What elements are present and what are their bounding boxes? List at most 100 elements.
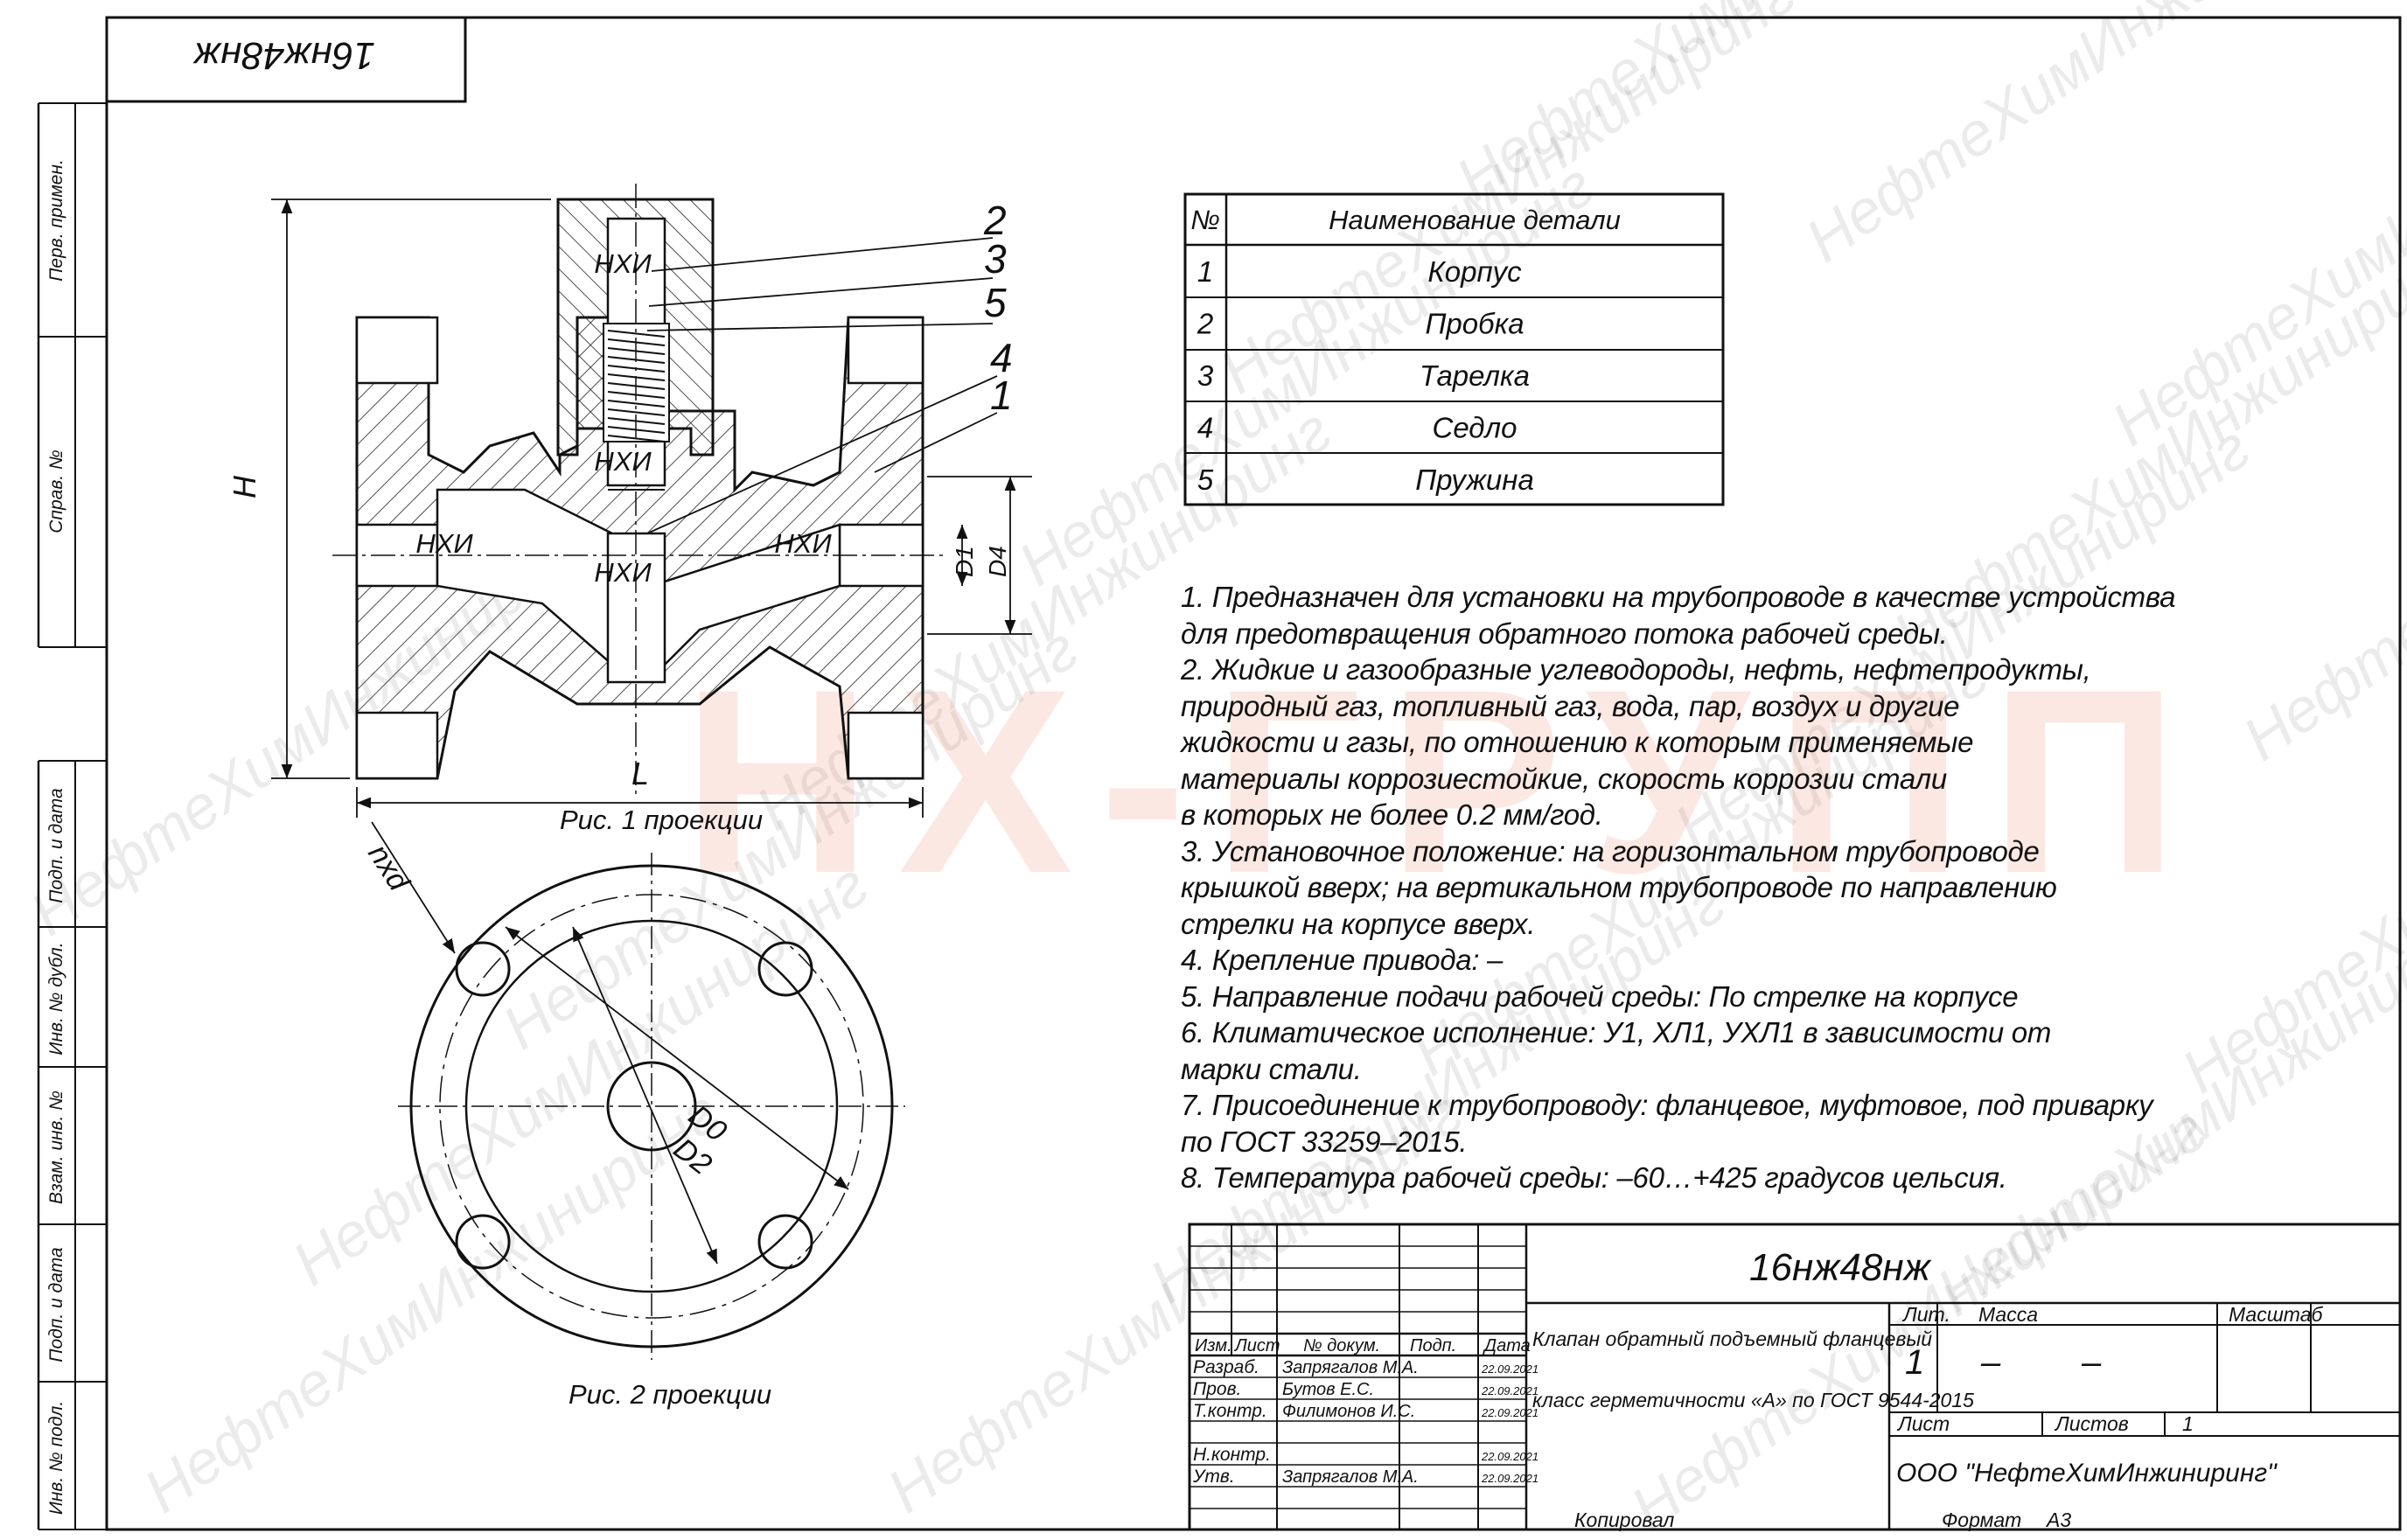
figure-2-flange: D0 D2 nxd Рис. 2 проекции (361, 821, 905, 1410)
title-col-header: Подп. (1410, 1336, 1456, 1355)
title-col-header: № докум. (1303, 1336, 1380, 1355)
title-role: Т.контр. (1193, 1401, 1267, 1421)
title-role: Разраб. (1193, 1357, 1259, 1377)
title-name: Запрягалов М.А. (1282, 1467, 1419, 1487)
side-label-vzam-inv: Взам. инв. № (46, 1091, 66, 1204)
title-name: Запрягалов М.А. (1282, 1358, 1419, 1377)
copied-label: Копировал (1574, 1509, 1675, 1531)
company-name: ООО "НефтеХимИнжиниринг" (1896, 1459, 2277, 1488)
title-name: Филимонов И.С. (1282, 1402, 1415, 1421)
title-date: 22.09.2021 (1481, 1406, 1538, 1419)
parts-table-grid (1183, 192, 1725, 506)
product-name-line2: класс герметичности «А» по ГОСТ 9544-201… (1532, 1389, 1974, 1411)
callout-2: 2 (983, 198, 1007, 243)
lit-label: Лит. (1903, 1303, 1950, 1326)
title-date: 22.09.2021 (1481, 1450, 1538, 1463)
material-label: НХИ (594, 557, 652, 588)
mass-label: Масса (1978, 1303, 2039, 1326)
title-block-grid (1188, 1223, 2402, 1531)
spring-coil (607, 330, 666, 338)
product-name-line1: Клапан обратный подъемный фланцевый (1532, 1327, 1933, 1350)
note-line: 1. Предназначен для установки на трубопр… (1181, 581, 2176, 613)
side-label-inv-dubl: Инв. № дубл. (46, 942, 66, 1056)
note-line: материалы коррозиестойкие, скорость корр… (1181, 762, 1947, 795)
note-line: 3. Установочное положение: на горизонтал… (1181, 834, 2040, 868)
callout-4: 4 (990, 335, 1013, 380)
bolt-hole (757, 941, 813, 997)
scale-value: – (2082, 1343, 2102, 1382)
note-line: природный газ, топливный газ, вода, пар,… (1181, 689, 1960, 722)
format-value: А3 (2047, 1509, 2072, 1531)
sheet-label: Лист (1898, 1412, 1950, 1435)
note-line: в которых не более 0.2 мм/год. (1181, 798, 1603, 831)
title-col-header: Дата (1483, 1336, 1531, 1355)
bolt-hole (757, 1214, 813, 1270)
side-label-inv-podl: Инв. № подл. (46, 1400, 66, 1516)
note-line: по ГОСТ 33259–2015. (1181, 1125, 1468, 1158)
dim-d1-label: D1 (951, 546, 978, 577)
parts-row-no: 5 (1197, 463, 1214, 496)
parts-row-name: Корпус (1427, 255, 1522, 288)
parts-row-name: Тарелка (1420, 359, 1530, 392)
note-line: 4. Крепление привода: – (1181, 944, 1504, 976)
note-line: крышкой вверх; на вертикальном трубопров… (1181, 871, 2057, 903)
title-role: Утв. (1192, 1467, 1235, 1487)
dim-l-label: L (631, 756, 649, 791)
parts-row-no: 3 (1197, 359, 1214, 392)
dim-bolt-label: nxd (361, 839, 415, 898)
note-line: для предотвращения обратного потока рабо… (1181, 617, 1948, 650)
parts-row-no: 1 (1197, 255, 1213, 288)
note-line: марки стали. (1181, 1052, 1362, 1085)
title-role: Н.контр. (1193, 1445, 1271, 1465)
title-date: 22.09.2021 (1481, 1362, 1538, 1376)
material-label: НХИ (594, 446, 652, 477)
side-label-podp-data-1: Подп. и дата (46, 788, 66, 903)
dim-d4-label: D4 (984, 546, 1011, 577)
note-line: жидкости и газы, по отношению к которым … (1181, 726, 1974, 758)
parts-header-name: Наименование детали (1329, 205, 1621, 235)
parts-row-no: 4 (1197, 412, 1213, 444)
scale-label: Масштаб (2229, 1303, 2323, 1326)
spring-coil (607, 408, 666, 416)
bolt-hole (455, 941, 511, 997)
note-line: 6. Климатическое исполнение: У1, ХЛ1, УХ… (1181, 1016, 2052, 1049)
parts-row-name: Седло (1432, 412, 1517, 444)
note-line: стрелки на корпусе вверх. (1181, 907, 1536, 940)
figure-1-caption: Рис. 1 проекции (560, 805, 763, 835)
title-designation: 16нж48нж (1749, 1246, 1930, 1289)
parts-header-no: № (1190, 205, 1220, 235)
title-col-header: Изм. (1195, 1336, 1232, 1355)
callout-5: 5 (984, 280, 1007, 325)
dim-h-label: H (227, 475, 262, 498)
watermark-brand: НХ-ГРУПП (682, 634, 2205, 928)
corner-stamp: 16нж48нж (194, 34, 375, 77)
material-label: НХИ (774, 528, 832, 559)
material-label: НХИ (594, 248, 652, 279)
title-role: Пров. (1193, 1379, 1241, 1399)
mass-value: – (1981, 1343, 2001, 1382)
sheets-label: Листов (2055, 1412, 2129, 1435)
title-col-header: Лист (1233, 1336, 1280, 1355)
side-label-perv-primen: Перв. примен. (46, 159, 66, 282)
parts-row-name: Пружина (1415, 463, 1534, 496)
figure-2-caption: Рис. 2 проекции (569, 1379, 771, 1410)
note-line: 8. Температура рабочей среды: –60…+425 г… (1181, 1161, 2007, 1194)
title-date: 22.09.2021 (1481, 1384, 1538, 1397)
parts-row-no: 2 (1197, 308, 1213, 340)
bolt-hole (455, 1214, 511, 1270)
title-name: Бутов Е.С. (1282, 1380, 1374, 1399)
note-line: 2. Жидкие и газообразные углеводороды, н… (1181, 653, 2091, 686)
side-label-podp-data-2: Подп. и дата (46, 1247, 66, 1362)
note-line: 5. Направление подачи рабочей среды: По … (1181, 979, 2019, 1013)
side-label-sprav-no: Справ. № (46, 449, 66, 533)
technical-notes: 1. Предназначен для установки на трубопр… (1181, 579, 2195, 1196)
parts-row-name: Пробка (1425, 308, 1524, 340)
callout-1: 1 (990, 373, 1013, 418)
note-line: 7. Присоединение к трубопроводу: фланцев… (1181, 1089, 2153, 1121)
spring-coil (607, 400, 666, 408)
sheets-value: 1 (2182, 1412, 2194, 1435)
material-label: НХИ (415, 528, 473, 559)
